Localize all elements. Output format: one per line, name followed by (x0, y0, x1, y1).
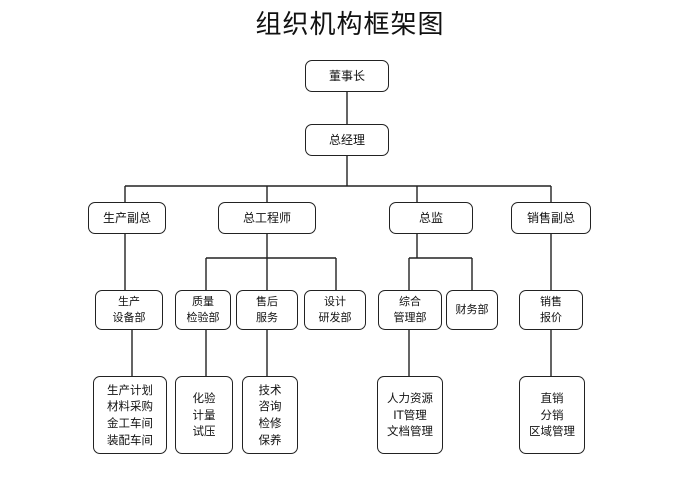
node-sales-quotation-label: 销售 报价 (540, 294, 562, 325)
node-sales-functions-label: 直销 分销 区域管理 (529, 390, 575, 439)
node-quality-inspection-dept-label: 质量 检验部 (186, 294, 220, 325)
node-chief-engineer: 总工程师 (218, 202, 316, 234)
node-design-rd-dept: 设计 研发部 (304, 290, 366, 330)
node-production-functions: 生产计划 材料采购 金工车间 装配车间 (93, 376, 167, 454)
node-general-manager: 总经理 (305, 124, 389, 156)
node-vp-sales-label: 销售副总 (526, 211, 575, 225)
node-production-functions-label: 生产计划 材料采购 金工车间 装配车间 (107, 382, 153, 447)
node-general-management-dept-label: 综合 管理部 (393, 294, 427, 325)
node-chairman-label: 董事长 (328, 69, 365, 83)
node-lab-functions-label: 化验 计量 试压 (192, 390, 216, 439)
node-after-sales-service: 售后 服务 (236, 290, 298, 330)
node-sales-quotation: 销售 报价 (519, 290, 583, 330)
node-vp-sales: 销售副总 (511, 202, 591, 234)
node-after-sales-service-label: 售后 服务 (256, 294, 278, 325)
node-finance-dept: 财务部 (446, 290, 498, 330)
node-lab-functions: 化验 计量 试压 (175, 376, 233, 454)
node-vp-production-label: 生产副总 (102, 211, 151, 225)
node-vp-production: 生产副总 (88, 202, 166, 234)
node-production-equipment-dept: 生产 设备部 (95, 290, 163, 330)
node-director-label: 总监 (418, 211, 443, 225)
node-director: 总监 (389, 202, 473, 234)
node-general-management-dept: 综合 管理部 (378, 290, 442, 330)
node-sales-functions: 直销 分销 区域管理 (519, 376, 585, 454)
node-design-rd-dept-label: 设计 研发部 (318, 294, 352, 325)
node-production-equipment-dept-label: 生产 设备部 (112, 294, 146, 325)
node-general-manager-label: 总经理 (328, 133, 365, 147)
node-admin-functions: 人力资源 IT管理 文档管理 (377, 376, 443, 454)
node-finance-dept-label: 财务部 (455, 302, 489, 316)
node-chief-engineer-label: 总工程师 (242, 211, 291, 225)
node-admin-functions-label: 人力资源 IT管理 文档管理 (387, 390, 433, 439)
node-chairman: 董事长 (305, 60, 389, 92)
diagram-title: 组织机构框架图 (255, 10, 445, 40)
node-quality-inspection-dept: 质量 检验部 (175, 290, 231, 330)
node-service-functions-label: 技术 咨询 检修 保养 (258, 382, 282, 447)
node-service-functions: 技术 咨询 检修 保养 (242, 376, 298, 454)
